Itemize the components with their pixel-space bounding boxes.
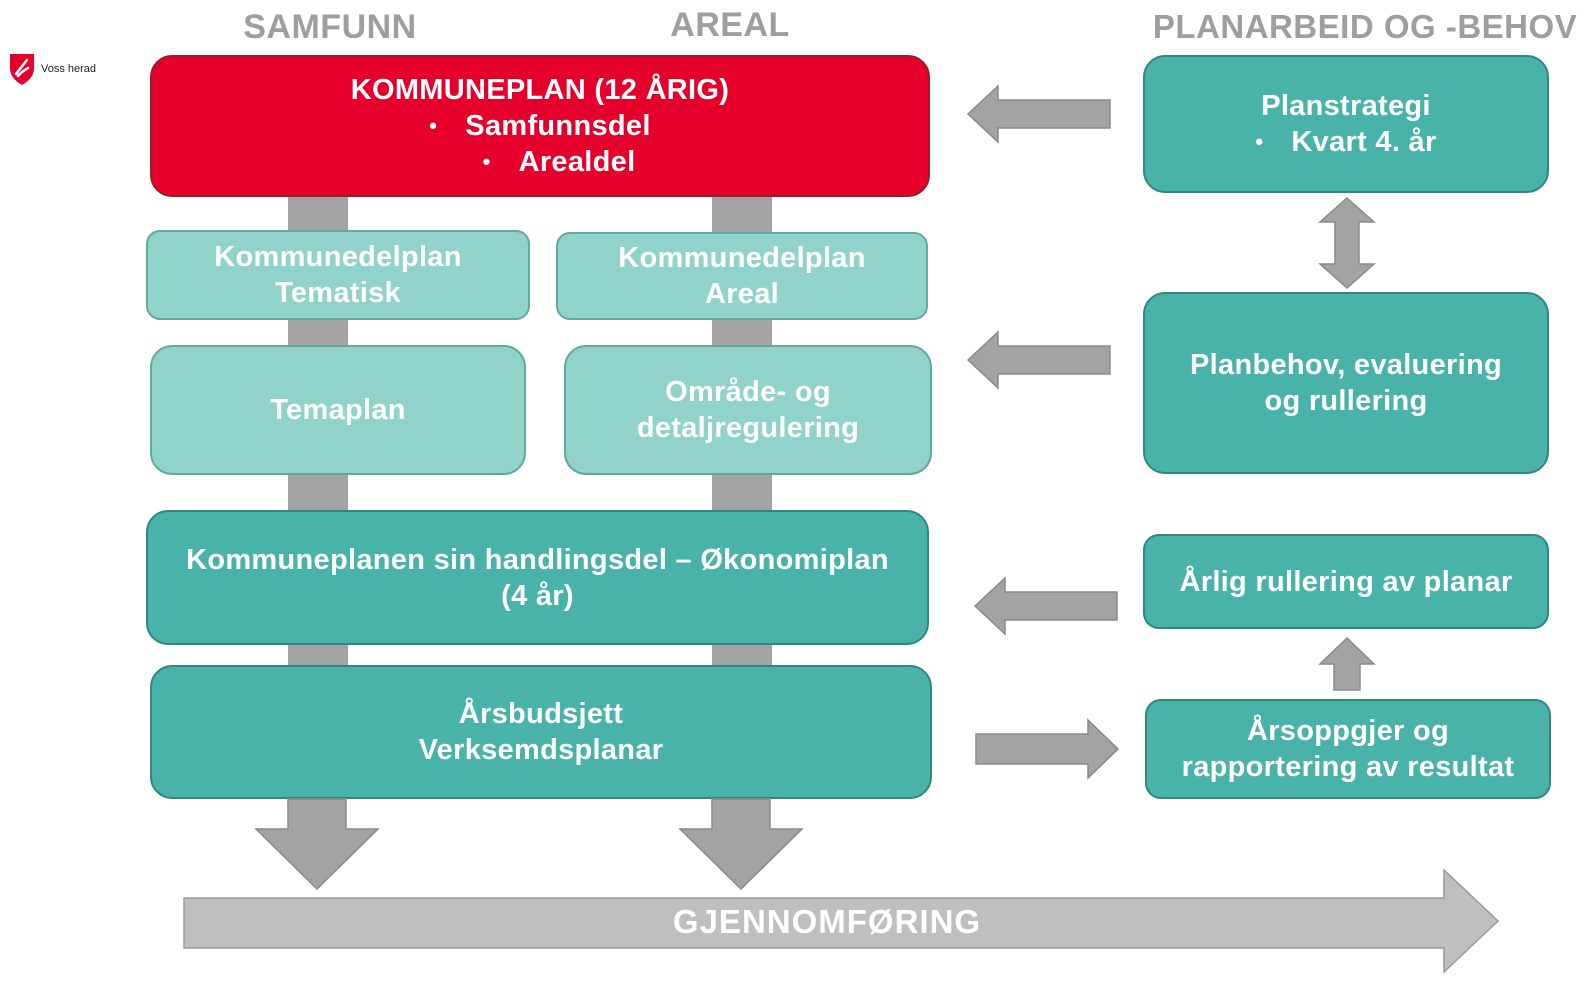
planbehov-box: Planbehov, evaluering og rullering (1143, 292, 1549, 474)
bullet-icon: • (429, 113, 438, 138)
kommuneplan-bullet-text-2: Arealdel (518, 146, 636, 178)
shield-icon (10, 54, 34, 85)
planstrategi-title: Planstrategi (1261, 90, 1431, 122)
connector-samfunn-1 (288, 195, 348, 235)
arsbudsjett-line2: Verksemdsplanar (418, 734, 664, 766)
planstrategi-box: Planstrategi • Kvart 4. år (1143, 55, 1549, 193)
bullet-icon: • (482, 149, 491, 174)
arrow-up-arlig (1318, 636, 1376, 691)
planbehov-line2: og rullering (1264, 385, 1428, 417)
connector-samfunn-4 (288, 644, 348, 668)
logo-text: Voss herad (41, 63, 97, 75)
arsbudsjett-line1: Årsbudsjett (458, 698, 624, 730)
kommunedelplan-tematisk-line1: Kommunedelplan (214, 241, 462, 273)
connector-areal-3 (712, 474, 772, 514)
temaplan-box: Temaplan (150, 345, 526, 475)
gjennomforing-arrow (183, 868, 1500, 974)
arrow-down-samfunn (254, 798, 380, 891)
arrow-down-areal (678, 798, 804, 891)
handlingsdel-box: Kommuneplanen sin handlingsdel – Økonomi… (146, 510, 929, 645)
header-samfunn: SAMFUNN (243, 8, 417, 46)
arlig-rullering-text: Årlig rullering av planar (1179, 565, 1513, 598)
connector-samfunn-2 (288, 318, 348, 348)
voss-herad-logo: Voss herad (9, 52, 96, 86)
regulering-box: Område- og detaljregulering (564, 345, 932, 475)
planstrategi-bullet: • Kvart 4. år (1255, 124, 1436, 160)
connector-areal-4 (712, 644, 772, 668)
kommuneplan-box: KOMMUNEPLAN (12 ÅRIG) • Samfunnsdel • Ar… (150, 55, 930, 197)
header-areal: AREAL (670, 6, 790, 44)
kommuneplan-bullet-1: • Samfunnsdel (429, 108, 650, 144)
handlingsdel-line2: (4 år) (501, 579, 574, 612)
header-planarbeid: PLANARBEID OG -BEHOV (1152, 8, 1578, 45)
arrow-right-arsoppgjer (975, 718, 1120, 780)
kommuneplan-bullet-text-1: Samfunnsdel (465, 110, 651, 142)
connector-samfunn-3 (288, 474, 348, 514)
kommunedelplan-areal-line2: Areal (704, 278, 780, 310)
planbehov-line1: Planbehov, evaluering (1190, 349, 1502, 381)
arsoppgjer-line1: Årsoppgjer og (1246, 715, 1450, 747)
arrow-left-planstrategi (966, 84, 1111, 144)
connector-areal-2 (712, 318, 772, 348)
arlig-rullering-box: Årlig rullering av planar (1143, 534, 1549, 629)
handlingsdel-line1: Kommuneplanen sin handlingsdel – Økonomi… (186, 543, 889, 576)
kommunedelplan-areal-line1: Kommunedelplan (618, 242, 866, 274)
kommuneplan-title: KOMMUNEPLAN (12 ÅRIG) (350, 74, 730, 106)
regulering-line2: detaljregulering (636, 412, 860, 444)
arrow-left-planbehov (966, 330, 1111, 390)
planstrategi-bullet-text: Kvart 4. år (1291, 126, 1437, 158)
bullet-icon: • (1255, 129, 1264, 154)
kommunedelplan-tematisk-box: Kommunedelplan Tematisk (146, 230, 530, 320)
arsoppgjer-box: Årsoppgjer og rapportering av resultat (1145, 699, 1551, 799)
gjennomforing-label: GJENNOMFØRING (672, 903, 982, 940)
kommuneplan-bullet-2: • Arealdel (445, 144, 636, 180)
arrow-left-arlig (973, 576, 1118, 636)
kommunedelplan-tematisk-line2: Tematisk (275, 277, 401, 309)
kommunedelplan-areal-box: Kommunedelplan Areal (556, 232, 928, 320)
regulering-line1: Område- og (665, 376, 831, 408)
temaplan-text: Temaplan (270, 394, 406, 426)
arsoppgjer-line2: rapportering av resultat (1181, 751, 1515, 783)
arsbudsjett-box: Årsbudsjett Verksemdsplanar (150, 665, 932, 799)
connector-areal-1 (712, 195, 772, 235)
double-arrow-vertical (1318, 196, 1376, 290)
